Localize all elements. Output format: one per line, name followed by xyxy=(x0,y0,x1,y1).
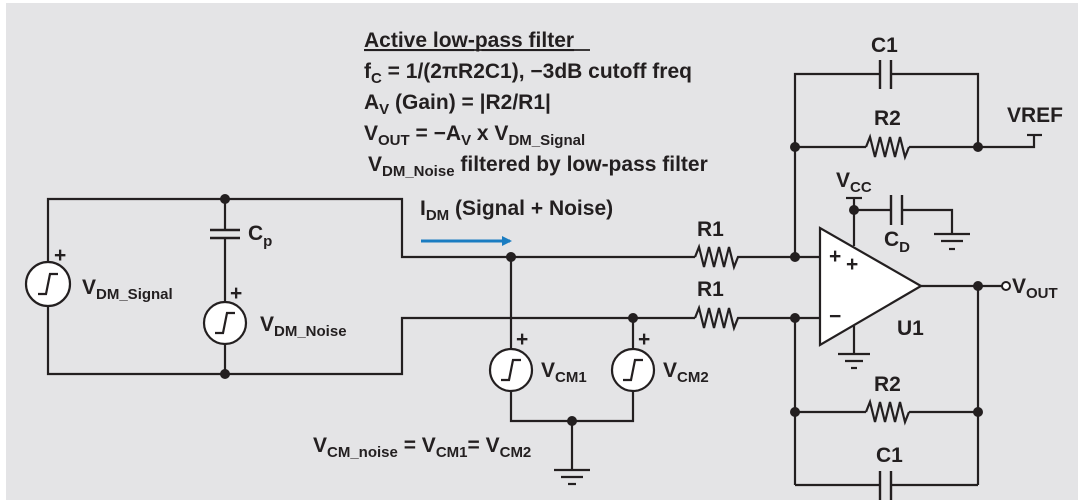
feedback-network xyxy=(790,60,1042,500)
noise-equation: VDM_Noise filtered by low-pass filter xyxy=(368,153,708,180)
node-dot xyxy=(220,369,230,379)
opamp-icon xyxy=(795,196,1002,370)
r1-bottom-resistor-icon xyxy=(693,304,740,332)
opamp-noninverting-sign: + xyxy=(829,245,841,268)
plus-sign: + xyxy=(230,282,242,305)
bottom-input-wire xyxy=(46,298,792,376)
node-dot xyxy=(567,416,577,426)
c1-top-label: C1 xyxy=(871,34,898,57)
top-input-wire xyxy=(46,197,792,262)
cp-capacitor-icon xyxy=(210,228,240,240)
input-wiring xyxy=(46,194,792,379)
node-dot xyxy=(973,142,983,152)
v-dm-noise-source-icon xyxy=(202,300,248,346)
r1-top-resistor-icon xyxy=(693,243,740,271)
node-dot xyxy=(973,407,983,417)
node-dot xyxy=(628,313,638,323)
opamp-inverting-sign: − xyxy=(829,305,841,328)
r1-bottom-label: R1 xyxy=(697,278,724,301)
vout-equation: VOUT = −AV x VDM_Signal xyxy=(364,122,585,149)
plus-sign: + xyxy=(638,328,650,351)
cd-capacitor-icon xyxy=(854,195,970,251)
vref-wire xyxy=(978,135,1036,149)
ground-icon xyxy=(554,468,590,486)
cutoff-equation: fC = 1/(2πR2C1), −3dB cutoff freq xyxy=(364,60,692,87)
c1-top-wire-left xyxy=(793,72,880,147)
common-mode-equation: VCM_noise = VCM1= VCM2 xyxy=(313,434,531,461)
r2-top-label: R2 xyxy=(874,107,901,130)
node-dot xyxy=(790,407,800,417)
vout-label: VOUT xyxy=(1012,275,1058,302)
v-cm1-label: VCM1 xyxy=(541,359,587,386)
vout-terminal-icon xyxy=(1001,281,1011,291)
current-label: IDM (Signal + Noise) xyxy=(420,197,613,224)
r2-bottom-label: R2 xyxy=(874,373,901,396)
v-dm-noise-label: VDM_Noise xyxy=(260,313,347,340)
c1-top-wire-right xyxy=(891,72,980,147)
v-cm1-source-icon xyxy=(488,347,534,393)
plus-sign: + xyxy=(516,328,528,351)
vcc-label: VCC xyxy=(836,169,872,196)
v-dm-signal-source-icon xyxy=(24,260,72,308)
plus-sign: + xyxy=(54,244,66,267)
v-dm-signal-label: VDM_Signal xyxy=(82,276,173,303)
node-dot xyxy=(790,142,800,152)
v-cm2-source-icon xyxy=(610,347,656,393)
cd-label: CD xyxy=(884,228,910,256)
node-dot xyxy=(506,252,516,262)
v-cm2-label: VCM2 xyxy=(663,359,709,386)
c1-bottom-label: C1 xyxy=(876,444,903,467)
cp-label: Cp xyxy=(248,222,272,250)
diagram-background xyxy=(6,3,1078,500)
r1-top-label: R1 xyxy=(697,218,724,241)
diagram-title: Active low-pass filter xyxy=(364,29,574,52)
equations-block: Active low-pass filter fC = 1/(2πR2C1), … xyxy=(364,29,708,180)
node-dot xyxy=(220,194,230,204)
opamp-supply-sign: + xyxy=(846,253,858,276)
opamp-label: U1 xyxy=(897,317,924,340)
gain-equation: AV (Gain) = |R2/R1| xyxy=(364,91,551,118)
common-mode-wiring xyxy=(506,252,638,470)
vref-label: VREF xyxy=(1007,104,1063,127)
